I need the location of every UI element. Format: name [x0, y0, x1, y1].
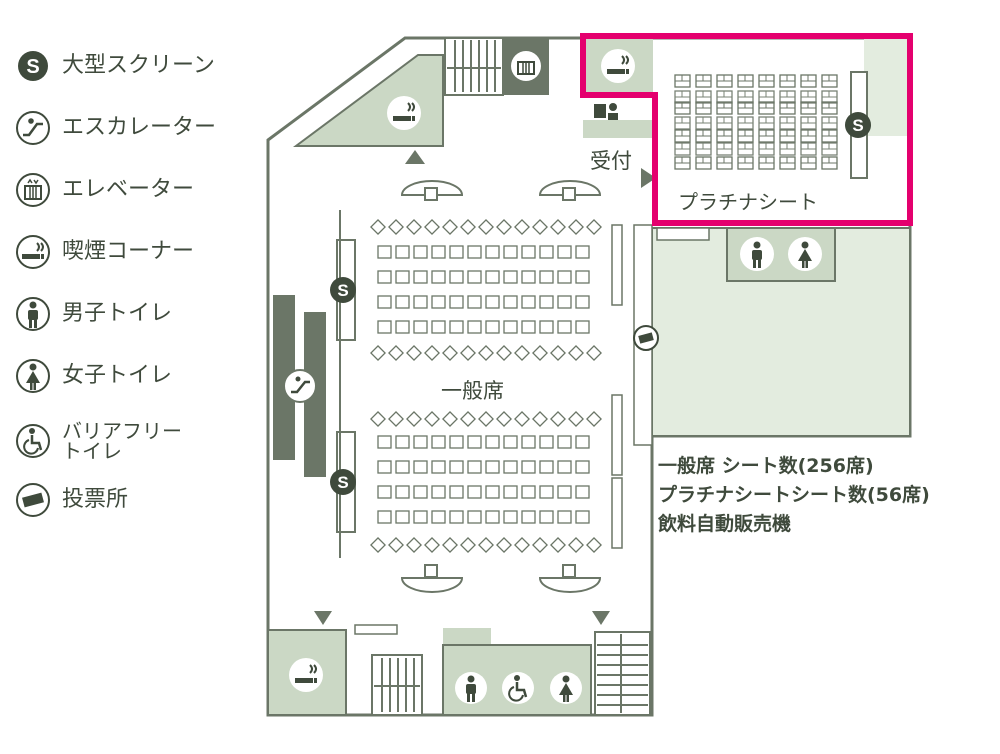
platinum-side-area [864, 38, 908, 136]
stairs-bottom-right [594, 631, 651, 716]
accessible-restroom-icon [16, 424, 50, 458]
womens-restroom-icon [550, 672, 582, 704]
stairs-top [444, 37, 504, 96]
arrow-up [405, 150, 425, 164]
voting-booth-icon [633, 325, 659, 351]
platinum-highlight-border [580, 33, 913, 226]
legend-label: 喫煙コーナー [62, 239, 195, 264]
mens-restroom-icon [455, 672, 487, 704]
legend-label: エレベーター [62, 177, 195, 202]
platinum-seat-label: プラチナシート [678, 190, 818, 214]
arrow-down-right [592, 611, 610, 625]
legend-item-escalator: エスカレーター [14, 108, 216, 148]
doors [400, 180, 602, 593]
screen-letter: S [337, 473, 348, 492]
legend-item-voting: 投票所 [14, 480, 128, 520]
screen-icon: S [330, 469, 356, 495]
legend-label: 女子トイレ [62, 363, 173, 388]
svg-text:S: S [26, 56, 39, 78]
vending-machine-note: 飲料自動販売機 [658, 513, 792, 535]
legend-item-screen: S 大型スクリーン [14, 46, 215, 86]
smoking-icon [289, 658, 323, 692]
platinum-seat-count: プラチナシートシート数(56席) [658, 484, 930, 506]
legend-label: 大型スクリーン [62, 53, 215, 78]
general-seat-label: 一般席 [441, 379, 504, 403]
womens-restroom-icon [16, 359, 50, 393]
elevator-icon [16, 173, 50, 207]
smoking-icon [16, 235, 50, 269]
escalator-bar-right [304, 312, 326, 477]
elevator-icon [511, 51, 541, 81]
arrow-down-left [314, 611, 332, 625]
reception-desk [583, 120, 653, 138]
legend-label: エスカレーター [62, 115, 217, 140]
legend-item-smoking: 喫煙コーナー [14, 232, 194, 272]
screen-icon: S [845, 112, 871, 138]
screen-letter: S [337, 281, 348, 300]
escalator-icon [16, 111, 50, 145]
voting-booth-icon [16, 483, 50, 517]
legend-item-mens: 男子トイレ [14, 294, 172, 334]
screen-letter: S [852, 116, 863, 135]
arrow-right [641, 168, 656, 188]
legend-item-elevator: エレベーター [14, 170, 194, 210]
escalator-bar-left [273, 295, 295, 460]
accessible-restroom-icon [502, 672, 534, 704]
screen-icon: S [18, 51, 48, 81]
mens-restroom-icon [740, 237, 774, 271]
legend-item-accessible: バリアフリー トイレ [14, 418, 182, 464]
smoking-icon [601, 49, 635, 83]
reception-label: 受付 [590, 149, 632, 173]
womens-restroom-icon [788, 237, 822, 271]
escalator-icon [283, 369, 317, 403]
reception-icon [594, 103, 618, 120]
legend-item-womens: 女子トイレ [14, 356, 172, 396]
legend-label: トイレ [62, 439, 122, 463]
mens-restroom-icon [16, 297, 50, 331]
screen-icon: S [330, 277, 356, 303]
legend-label: 男子トイレ [62, 301, 173, 326]
general-seat-count: 一般席 シート数(256席) [658, 455, 874, 477]
legend-label: バリアフリー [62, 419, 182, 443]
seat-notes: 一般席 シート数(256席) プラチナシートシート数(56席) 飲料自動販売機 [658, 452, 930, 539]
stairs-bottom [354, 624, 423, 716]
legend-label: 投票所 [62, 487, 129, 512]
smoking-icon [387, 96, 421, 130]
